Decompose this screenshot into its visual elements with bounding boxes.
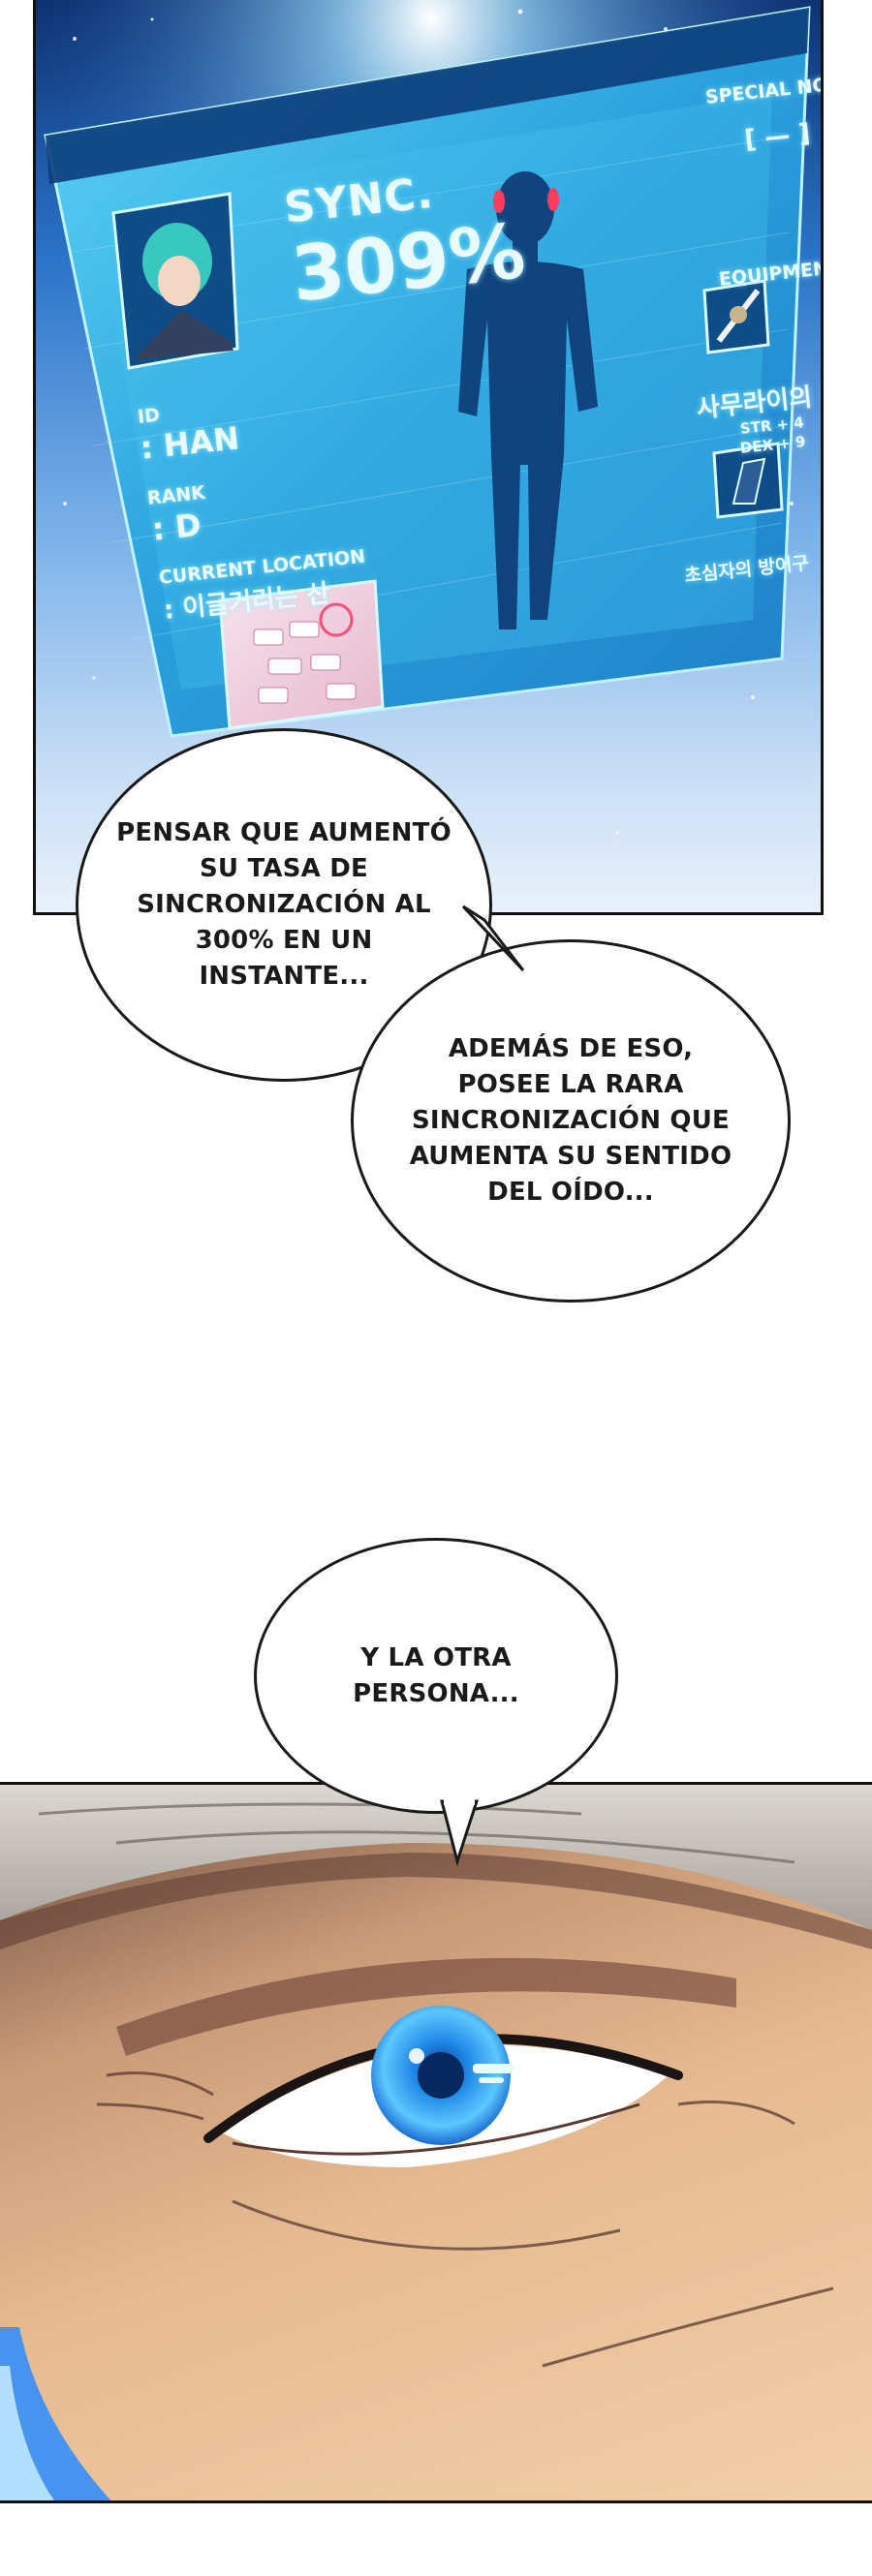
id-value: : HAN bbox=[139, 419, 241, 467]
speech-bubble-1-text: PENSAR QUE AUMENTÓ SU TASA DE SINCRONIZA… bbox=[116, 818, 452, 991]
space-background bbox=[36, 0, 821, 912]
speech-bubble-2-text: ADEMÁS DE ESO, POSEE LA RARA SINCRONIZAC… bbox=[409, 1034, 732, 1207]
equipment-2-name: 초심자의 방어구 bbox=[683, 552, 810, 587]
speech-bubble-2: ADEMÁS DE ESO, POSEE LA RARA SINCRONIZAC… bbox=[351, 939, 791, 1303]
special-note-value: [ — ] bbox=[743, 118, 812, 155]
speech-bubble-1: PENSAR QUE AUMENTÓ SU TASA DE SINCRONIZA… bbox=[76, 728, 492, 1082]
speech-bubble-3-tail bbox=[440, 1799, 480, 1867]
special-note-label: SPECIAL NOTE bbox=[704, 72, 824, 108]
status-card: SPECIAL NOTE [ — ] SYNC. 309% ID : HAN R… bbox=[75, 29, 821, 746]
speech-bubble-3: Y LA OTRA PERSONA... bbox=[254, 1538, 618, 1814]
eye-closeup-panel bbox=[0, 1782, 872, 2503]
rank-value: : D bbox=[150, 506, 203, 548]
speech-bubble-1-tail bbox=[461, 905, 525, 972]
rank-label: RANK bbox=[146, 481, 206, 509]
id-label: ID bbox=[137, 404, 162, 428]
equipment-label: EQUIPMENT bbox=[718, 256, 824, 291]
status-window-panel: SPECIAL NOTE [ — ] SYNC. 309% ID : HAN R… bbox=[33, 0, 824, 915]
speech-bubble-3-text: Y LA OTRA PERSONA... bbox=[353, 1642, 519, 1708]
eye-closeup-art bbox=[0, 1785, 872, 2500]
